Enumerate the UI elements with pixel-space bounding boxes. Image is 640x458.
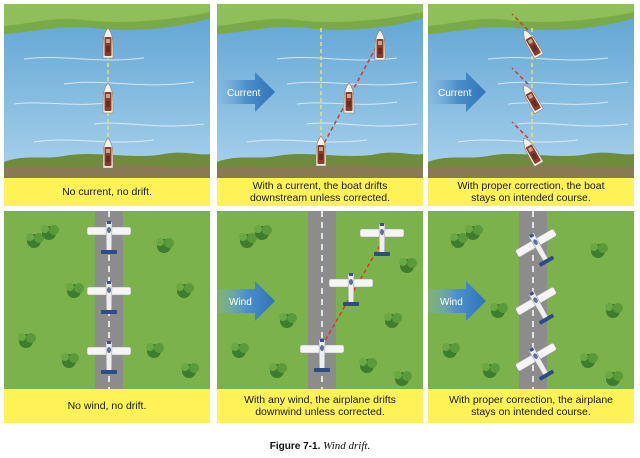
current-arrow-label: Current [227,88,261,99]
panel-caption: No wind, no drift. [4,389,210,423]
figure-number: Figure 7-1. [269,441,321,452]
runway-scene: Wind [428,211,634,389]
river-scene: Current [428,4,634,178]
wind-arrow: Wind [217,281,275,321]
panel-plane-corrected: Wind With proper correction, the airplan… [428,211,634,423]
panel-caption: With proper correction, the boat stays o… [428,178,634,206]
figure-caption: Figure 7-1. Wind drift. [0,440,640,452]
current-arrow-label: Current [438,88,472,99]
drift-path-line [321,232,388,347]
river-scene [4,4,210,178]
wind-arrow: Wind [428,281,486,321]
panel-caption: With a current, the boat drifts downstre… [217,178,423,206]
correction-heading-lines [511,13,529,139]
runway-scene: Wind [217,211,423,389]
panel-caption: No current, no drift. [4,178,210,206]
panel-boat-corrected: Current With proper correction, the boat… [428,4,634,206]
runway-scene [4,211,210,389]
river-scene: Current [217,4,423,178]
panel-plane-no-wind: No wind, no drift. [4,211,210,423]
wind-arrow-label: Wind [229,297,252,308]
panel-caption: With any wind, the airplane drifts downw… [217,389,423,423]
panel-boat-no-current: No current, no drift. [4,4,210,206]
current-arrow: Current [428,72,486,112]
panel-boat-current-drift: Current With a current, the boat drifts … [217,4,423,206]
wind-arrow-label: Wind [440,297,463,308]
panel-plane-wind-drift: Wind With any wind, the airplane drifts … [217,211,423,423]
current-arrow: Current [217,72,275,112]
figure-title: Wind drift. [323,440,371,452]
panel-caption: With proper correction, the airplane sta… [428,389,634,423]
